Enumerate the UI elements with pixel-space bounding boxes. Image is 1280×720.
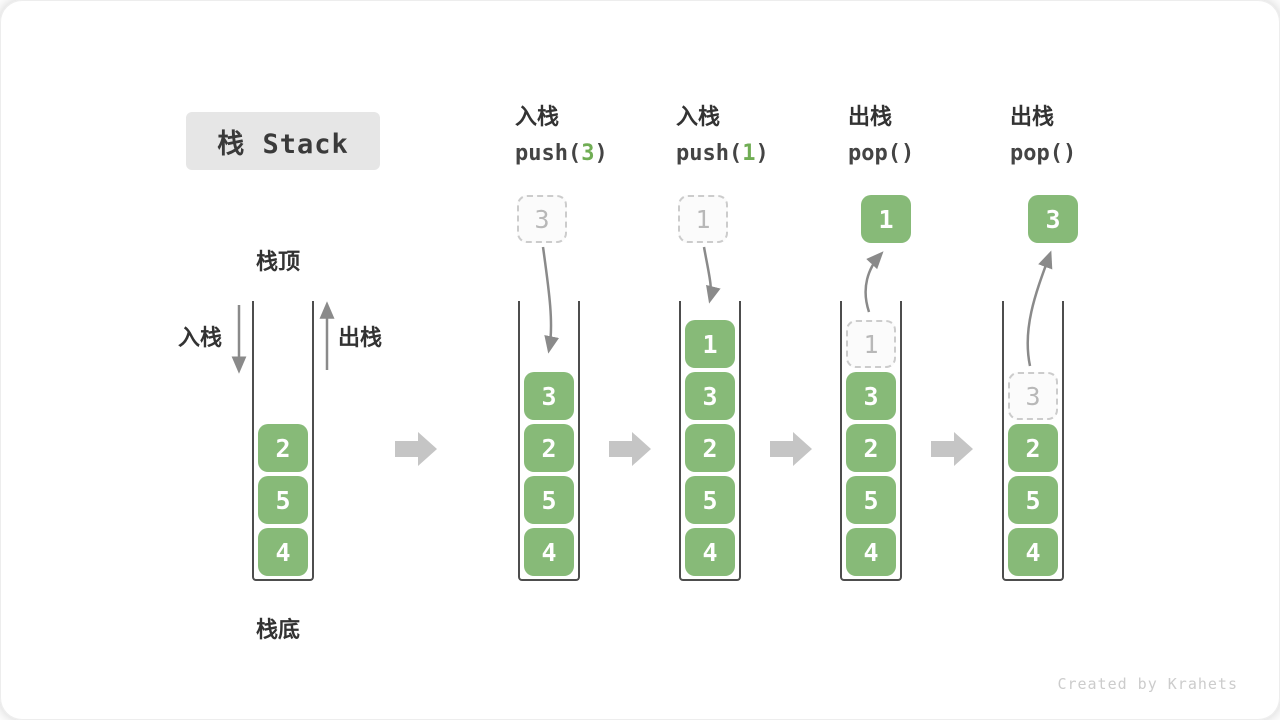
- operation-code-label: pop(): [848, 140, 914, 168]
- code-text: pop(): [1010, 141, 1077, 166]
- stack-initial-container: [252, 301, 314, 581]
- transition-arrow-icon: [395, 432, 437, 466]
- operation-cn-label: 入栈: [676, 105, 721, 130]
- operation-cn-label: 入栈: [515, 105, 560, 130]
- popped-ghost-cell: 3: [1008, 372, 1058, 420]
- code-text: pop(): [848, 141, 915, 166]
- transition-arrow-icon: [609, 432, 651, 466]
- stack-cell: 3: [685, 372, 735, 420]
- push-1-arrow-icon: [702, 246, 721, 304]
- stack-cell: 5: [846, 476, 896, 524]
- stack-cell: 5: [524, 476, 574, 524]
- stack-cell: 2: [685, 424, 735, 472]
- stack-cell: 5: [1008, 476, 1058, 524]
- stack-bottom-label: 栈底: [256, 618, 301, 643]
- popped-value-box: 3: [1028, 195, 1078, 243]
- code-argument: 1: [742, 141, 756, 166]
- transition-arrow-icon: [931, 432, 973, 466]
- popped-value-box: 1: [861, 195, 911, 243]
- stack-after-pop-3-label: 出栈 pop(): [1010, 104, 1076, 168]
- stack-after-push-1-container: [679, 301, 741, 581]
- push-direction-label: 入栈: [178, 326, 223, 351]
- stack-cell: 4: [258, 528, 308, 576]
- diagram-title-text: 栈 Stack: [217, 128, 349, 160]
- code-text: push(: [676, 141, 743, 166]
- stack-after-pop-1-container: [840, 301, 902, 581]
- stack-after-pop-1-label: 出栈 pop(): [848, 104, 914, 168]
- stack-cell: 2: [1008, 424, 1058, 472]
- stack-cell: 5: [685, 476, 735, 524]
- diagram-title: 栈 Stack: [186, 112, 380, 170]
- code-text: ): [594, 141, 608, 166]
- watermark: Created by Krahets: [1057, 675, 1238, 693]
- stack-cell: 3: [846, 372, 896, 420]
- stack-top-label: 栈顶: [256, 250, 301, 275]
- stack-after-pop-3-container: [1002, 301, 1064, 581]
- stack-after-push-3-container: [518, 301, 580, 581]
- code-argument: 3: [581, 141, 595, 166]
- stack-cell: 2: [258, 424, 308, 472]
- pop-direction-label: 出栈: [338, 326, 383, 351]
- stack-cell: 4: [524, 528, 574, 576]
- incoming-value-box: 3: [517, 195, 567, 243]
- code-text: push(: [515, 141, 582, 166]
- stack-cell: 5: [258, 476, 308, 524]
- stack-cell: 2: [846, 424, 896, 472]
- operation-code-label: pop(): [1010, 140, 1076, 168]
- operation-cn-label: 出栈: [1010, 105, 1055, 130]
- stack-cell: 1: [685, 320, 735, 368]
- transition-arrow-icon: [770, 432, 812, 466]
- operation-cn-label: 出栈: [848, 105, 893, 130]
- stack-cell: 4: [846, 528, 896, 576]
- incoming-value-box: 1: [678, 195, 728, 243]
- stack-after-push-1-label: 入栈 push(1): [676, 104, 769, 168]
- stack-cell: 3: [524, 372, 574, 420]
- operation-code-label: push(1): [676, 140, 769, 168]
- popped-ghost-cell: 1: [846, 320, 896, 368]
- stack-cell: 2: [524, 424, 574, 472]
- stack-cell: 4: [685, 528, 735, 576]
- stack-after-push-3-label: 入栈 push(3): [515, 104, 608, 168]
- code-text: ): [755, 141, 769, 166]
- operation-code-label: push(3): [515, 140, 608, 168]
- stack-cell: 4: [1008, 528, 1058, 576]
